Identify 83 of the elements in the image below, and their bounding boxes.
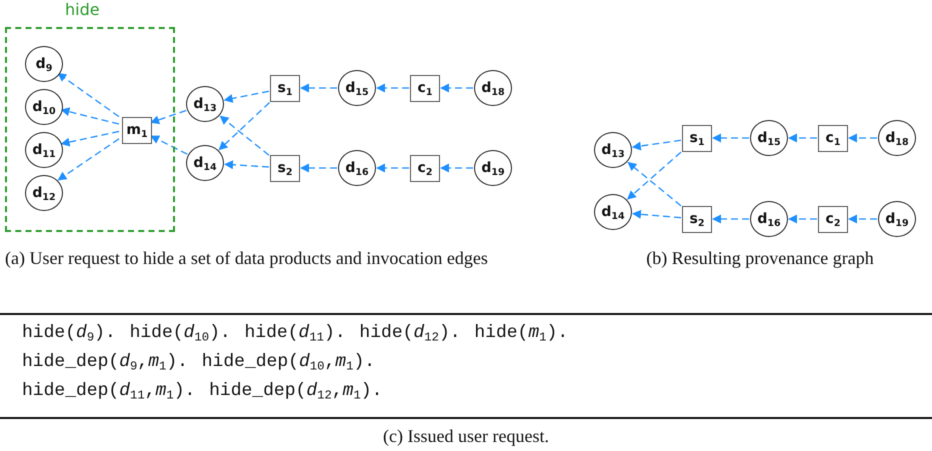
code-line: hide_dep(d$_{9}$,m$_{1}$). hide_dep(d$_{10}$,m$_{1}$).	[22, 352, 376, 372]
data-circle	[186, 86, 224, 122]
code-line: hide(d$_{9}$). hide(d$_{10}$). hide(d$_{11}$). hide(d$_{12}$). hide(m$_{1}$).	[22, 323, 568, 343]
node-label: d$_{15}$	[757, 130, 781, 146]
figure-caption: (c) Issued user request.	[382, 425, 550, 448]
node-label: d$_{10}$	[32, 99, 56, 115]
data-circle	[25, 46, 63, 82]
data-circle	[25, 175, 63, 211]
dashed-arrow	[632, 210, 682, 219]
node-label: c$_{1}$	[826, 130, 840, 146]
dashed-arrow	[218, 102, 270, 150]
node-label: s$_{1}$	[278, 80, 292, 96]
data-circle	[474, 70, 512, 106]
dashed-arrow	[627, 162, 682, 206]
node-label: m$_{1}$	[126, 122, 148, 138]
node-label: c$_{2}$	[418, 160, 432, 176]
data-circle	[338, 150, 376, 186]
node-label: c$_{1}$	[418, 80, 432, 96]
dashed-arrow	[220, 116, 270, 156]
dashed-arrow	[848, 134, 877, 142]
node-label: c$_{2}$	[826, 211, 840, 227]
dashed-arrow	[60, 107, 120, 125]
dashed-arrow	[300, 84, 337, 92]
group-heading: hide	[65, 0, 100, 19]
node-label: d$_{18}$	[481, 80, 505, 96]
dashed-arrow	[712, 134, 749, 142]
node-label: d$_{14}$	[601, 204, 625, 220]
process-box	[122, 116, 152, 144]
node-label: d$_{18}$	[885, 130, 909, 146]
dashed-arrow	[300, 164, 337, 172]
node-label: d$_{19}$	[885, 211, 909, 227]
process-box	[410, 154, 440, 182]
process-box	[818, 206, 848, 232]
node-label: d$_{13}$	[193, 96, 217, 112]
dashed-arrow	[712, 214, 749, 224]
data-circle	[25, 89, 63, 125]
process-box	[270, 74, 300, 102]
node-label: d$_{14}$	[193, 155, 217, 171]
process-box	[682, 124, 712, 152]
figure-caption: (a) User request to hide a set of data products and invocation edges	[5, 247, 489, 270]
dashed-arrow	[150, 110, 186, 124]
dashed-arrow	[440, 84, 473, 92]
dashed-arrow	[57, 72, 120, 118]
data-circle	[338, 70, 376, 106]
dashed-arrow	[440, 164, 473, 172]
node-label: d$_{13}$	[601, 142, 625, 158]
dashed-arrow	[224, 160, 270, 170]
code-line: hide_dep(d$_{11}$,m$_{1}$). hide_dep(d$_{12}$,m$_{1}$).	[22, 381, 382, 401]
dashed-arrow	[224, 90, 270, 103]
node-label: d$_{19}$	[481, 160, 505, 176]
dashed-arrow	[848, 214, 877, 224]
dashed-arrow	[788, 134, 817, 142]
dashed-arrow	[376, 84, 409, 92]
dashed-arrow	[60, 130, 120, 146]
node-label: s$_{1}$	[690, 130, 704, 146]
node-label: d$_{11}$	[32, 142, 56, 158]
node-label: d$_{15}$	[345, 80, 369, 96]
figure-caption: (b) Resulting provenance graph	[645, 247, 875, 270]
data-circle	[878, 120, 916, 156]
data-circle	[878, 201, 916, 237]
data-circle	[750, 120, 788, 156]
data-circle	[25, 132, 63, 168]
node-label: s$_{2}$	[690, 211, 704, 227]
node-label: d$_{12}$	[32, 185, 56, 201]
data-circle	[474, 150, 512, 186]
dashed-arrow	[632, 140, 682, 150]
node-label: d$_{16}$	[757, 211, 781, 227]
node-label: d$_{16}$	[345, 160, 369, 176]
process-box	[682, 206, 712, 232]
dashed-arrow	[58, 138, 120, 180]
node-label: d$_{9}$	[36, 56, 52, 72]
process-box	[270, 154, 300, 182]
dashed-arrow	[150, 135, 188, 155]
process-box	[818, 124, 848, 152]
dashed-arrow	[376, 164, 409, 172]
data-circle	[750, 201, 788, 237]
data-circle	[594, 194, 632, 230]
dashed-arrow	[788, 214, 817, 224]
node-label: s$_{2}$	[278, 160, 292, 176]
dashed-arrow	[627, 152, 682, 200]
process-box	[410, 74, 440, 102]
data-circle	[594, 132, 632, 168]
data-circle	[186, 145, 224, 181]
